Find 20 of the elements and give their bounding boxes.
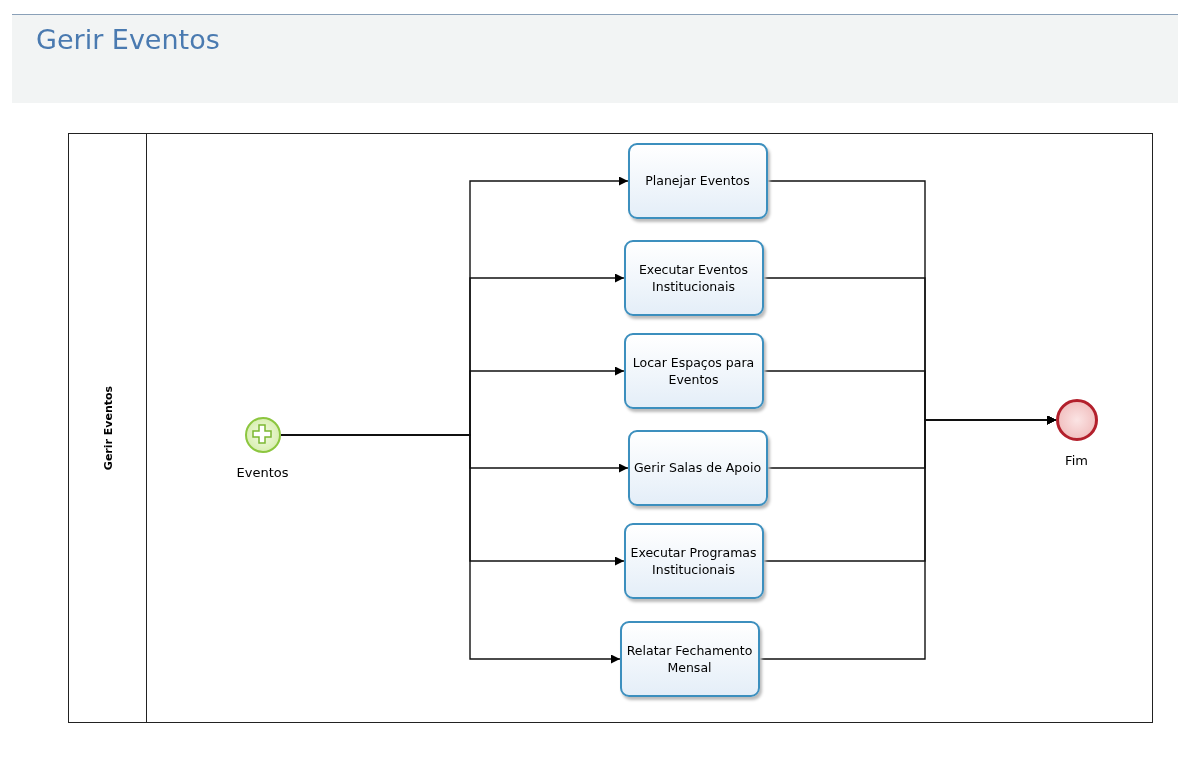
event-label: Fim [1065, 452, 1088, 468]
task-label: Planejar Eventos [644, 172, 751, 190]
end-event-circle [1055, 398, 1098, 441]
task-box [623, 239, 764, 316]
pool [68, 133, 1153, 723]
task-label: Executar Programas Institucionais [629, 543, 758, 579]
sequence-flow-arrow [759, 415, 1057, 660]
task-label: Executar Eventos Institucionais [637, 260, 749, 296]
diagram-title: Gerir Eventos [36, 24, 220, 55]
start-event-circle [244, 416, 281, 453]
task-label: Gerir Salas de Apoio [632, 459, 763, 477]
event-label: Eventos [236, 464, 289, 480]
task-box [627, 142, 768, 219]
task-box [627, 429, 768, 506]
task-box [619, 620, 760, 697]
task-label: Locar Espaços para Eventos [631, 353, 756, 389]
task-box [623, 332, 764, 409]
task-box [623, 522, 764, 599]
pool-label: Gerir Eventos [101, 385, 114, 471]
task-label: Relatar Fechamento Mensal [625, 641, 754, 677]
